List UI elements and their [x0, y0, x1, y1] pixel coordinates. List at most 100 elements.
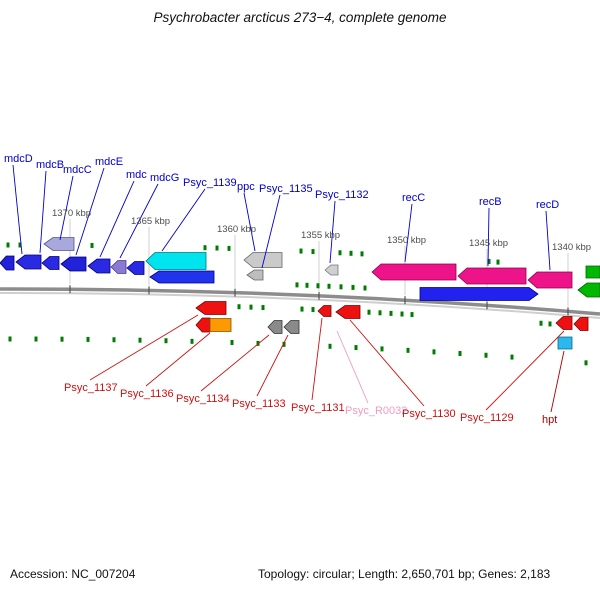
feature-tick — [311, 307, 315, 313]
label-leader-line — [75, 167, 105, 256]
feature-tick — [496, 259, 500, 265]
gene-label-forward: mdcE — [95, 156, 123, 168]
label-leader-line — [39, 170, 47, 254]
gene-arrow — [317, 305, 332, 317]
backbone-shadow — [0, 291, 600, 319]
gene-label-reverse: Psyc_1133 — [232, 398, 286, 410]
scale-label: 1355 kbp — [301, 230, 340, 241]
label-leader-line — [487, 207, 490, 267]
feature-tick — [410, 312, 414, 318]
feature-tick — [190, 338, 194, 344]
gene-arrow — [371, 263, 457, 281]
feature-tick — [539, 320, 543, 326]
gene-arrow — [419, 287, 539, 301]
gene-label-forward: recC — [402, 192, 425, 204]
label-leader-line — [119, 183, 159, 259]
gene-arrow — [283, 320, 300, 334]
feature-tick — [400, 311, 404, 317]
gene-arrow — [195, 301, 227, 315]
label-leader-line — [256, 334, 289, 397]
gene-label-reverse: Psyc_1130 — [402, 408, 456, 420]
feature-tick — [230, 340, 234, 346]
gene-arrow — [573, 317, 589, 331]
feature-tick — [367, 309, 371, 315]
scale-label: 1365 kbp — [131, 216, 170, 227]
scale-label: 1340 kbp — [552, 242, 591, 253]
feature-tick — [389, 310, 393, 316]
feature-tick — [378, 310, 382, 316]
gene-label-forward: mdc — [126, 169, 147, 181]
feature-tick — [34, 336, 38, 342]
feature-tick — [299, 248, 303, 254]
gene-arrow — [43, 237, 75, 251]
label-leader-line — [336, 330, 369, 404]
gene-label-forward: Psyc_1135 — [259, 183, 313, 195]
gene-arrow — [15, 254, 42, 270]
label-leader-line — [545, 210, 551, 271]
feature-tick — [261, 305, 265, 311]
feature-tick — [328, 343, 332, 349]
gene-arrow — [110, 260, 127, 274]
gene-label-reverse: Psyc_1137 — [64, 382, 118, 394]
gene-label-forward: ppc — [237, 181, 255, 193]
feature-tick — [458, 351, 462, 357]
gene-label-forward: mdcB — [36, 159, 64, 171]
feature-tick — [86, 336, 90, 342]
label-leader-line — [261, 194, 281, 269]
gene-arrow — [555, 316, 573, 330]
feature-tick — [360, 251, 364, 257]
feature-tick — [6, 242, 10, 248]
gene-block — [209, 318, 232, 332]
label-leader-line — [12, 164, 23, 255]
gene-label-reverse: hpt — [542, 414, 557, 426]
feature-tick — [282, 341, 286, 347]
feature-tick — [8, 336, 12, 342]
gene-arrow — [145, 252, 207, 270]
feature-tick — [256, 340, 260, 346]
gene-label-reverse: Psyc_R0032 — [345, 405, 407, 417]
scale-label: 1345 kbp — [469, 238, 508, 249]
gene-arrow — [60, 256, 87, 272]
gene-arrow — [267, 320, 283, 334]
gene-arrow — [527, 271, 573, 289]
feature-tick — [305, 282, 309, 288]
feature-tick — [227, 245, 231, 251]
gene-arrow — [457, 267, 527, 285]
scale-label: 1370 kbp — [52, 208, 91, 219]
gene-arrow — [335, 305, 361, 319]
feature-tick — [406, 347, 410, 353]
feature-tick — [18, 242, 22, 248]
label-leader-line — [200, 334, 270, 392]
accession-text: Accession: NC_007204 — [10, 567, 136, 581]
gene-arrow — [149, 270, 215, 284]
feature-tick — [295, 282, 299, 288]
gene-label-reverse: Psyc_1136 — [120, 388, 174, 400]
genome-stats-text: Topology: circular; Length: 2,650,701 bp… — [258, 567, 551, 581]
feature-tick — [203, 245, 207, 251]
page-title: Psychrobacter arcticus 273−4, complete g… — [153, 10, 447, 25]
gene-arrow — [195, 317, 211, 333]
gene-label-forward: mdcG — [150, 172, 179, 184]
feature-tick — [164, 338, 168, 344]
gene-label-reverse: Psyc_1131 — [291, 402, 345, 414]
feature-tick — [311, 249, 315, 255]
gene-label-reverse: Psyc_1134 — [176, 393, 230, 405]
feature-tick — [339, 284, 343, 290]
label-leader-line — [243, 192, 256, 252]
feature-tick — [316, 283, 320, 289]
gene-label-forward: Psyc_1139 — [183, 177, 237, 189]
feature-tick — [112, 337, 116, 343]
feature-tick — [249, 304, 253, 310]
gene-label-forward: recB — [479, 196, 502, 208]
feature-tick — [380, 346, 384, 352]
gene-block — [585, 265, 600, 279]
gene-arrow — [246, 269, 264, 281]
label-leader-line — [99, 180, 135, 258]
feature-tick — [300, 306, 304, 312]
scale-label: 1350 kbp — [387, 235, 426, 246]
feature-tick — [215, 245, 219, 251]
gene-block — [557, 336, 573, 350]
feature-tick — [432, 349, 436, 355]
